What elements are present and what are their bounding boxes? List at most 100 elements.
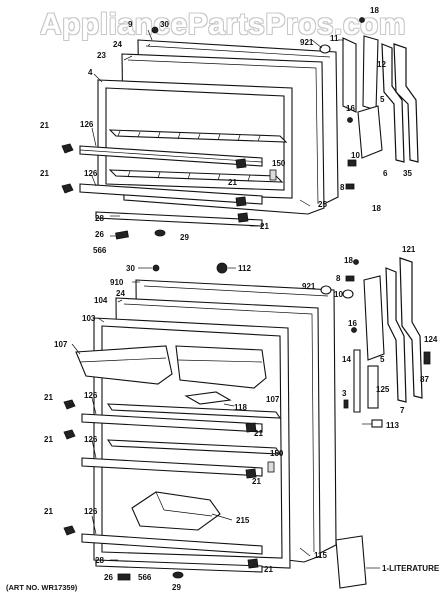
part-921-bushing bbox=[319, 44, 331, 54]
part-5-hinge-plate-lower bbox=[363, 275, 385, 361]
part-30-screw-lower bbox=[152, 264, 160, 272]
callout-21-d: 21 bbox=[260, 222, 269, 231]
callout-28: 28 bbox=[95, 214, 104, 223]
freezer-shelf-lower bbox=[108, 169, 284, 183]
part-30-screw bbox=[151, 26, 159, 34]
fresh-cap-21-left-c bbox=[63, 525, 76, 536]
freezer-shelf-rail-bottom bbox=[95, 211, 263, 227]
callout-3: 3 bbox=[342, 389, 347, 398]
part-10-stop bbox=[347, 159, 357, 167]
callout-113: 113 bbox=[386, 421, 399, 430]
part-5-hinge-plate bbox=[357, 105, 383, 159]
callout-35: 35 bbox=[403, 169, 412, 178]
part-921-bushing-lower bbox=[320, 285, 332, 295]
callout-9: 9 bbox=[128, 20, 133, 29]
callout-21-a: 21 bbox=[40, 121, 49, 130]
part-150-stop-lower bbox=[267, 461, 275, 473]
part-29-plug bbox=[154, 229, 166, 237]
callout-21-lower-b: 21 bbox=[44, 435, 53, 444]
callout-21-lower-e: 21 bbox=[44, 507, 53, 516]
part-14-hinge-bar bbox=[353, 349, 361, 413]
callout-112: 112 bbox=[238, 264, 251, 273]
callout-921: 921 bbox=[300, 38, 314, 47]
part-18-screw-lower bbox=[353, 259, 359, 265]
callout-30-lower: 30 bbox=[126, 264, 135, 273]
callout-7: 7 bbox=[400, 406, 405, 415]
watermark: AppliancePartsPros.com bbox=[39, 8, 407, 41]
part-7-handle bbox=[385, 267, 407, 403]
callout-126-a: 126 bbox=[80, 120, 94, 129]
callout-21-lower-d: 21 bbox=[252, 477, 261, 486]
callout-124: 124 bbox=[424, 335, 438, 344]
callout-28-lower: 28 bbox=[95, 556, 104, 565]
callout-150: 150 bbox=[272, 159, 286, 168]
part-107-dairy-door-left bbox=[75, 345, 173, 385]
part-150-stop bbox=[269, 169, 277, 181]
freezer-door-assembly bbox=[61, 17, 419, 240]
fresh-cap-21-left-a bbox=[63, 399, 76, 410]
callout-21-lower-a: 21 bbox=[44, 393, 53, 402]
part-16-screw-lower bbox=[351, 327, 357, 333]
callout-29: 29 bbox=[180, 233, 189, 242]
fresh-shelf-upper bbox=[106, 403, 282, 419]
callout-215: 215 bbox=[236, 516, 250, 525]
shelf-cap-21-right-a bbox=[235, 158, 247, 169]
callout-14: 14 bbox=[342, 355, 351, 364]
callout-566: 566 bbox=[93, 246, 107, 255]
callout-5: 5 bbox=[380, 95, 385, 104]
part-8-washer bbox=[345, 183, 355, 190]
part-121-handle-trim bbox=[399, 257, 423, 399]
callout-150-lower: 150 bbox=[270, 449, 284, 458]
shelf-cap-21-left-b bbox=[61, 183, 74, 194]
callout-21-c: 21 bbox=[40, 169, 49, 178]
part-6-handle bbox=[381, 43, 405, 163]
callout-921-lower: 921 bbox=[302, 282, 316, 291]
callout-11: 11 bbox=[330, 34, 339, 43]
callout-25: 25 bbox=[318, 200, 327, 209]
fresh-shelf-middle bbox=[106, 439, 282, 455]
callout-16-lower: 16 bbox=[348, 319, 357, 328]
callout-21-lower-c: 21 bbox=[254, 429, 263, 438]
part-10-stop-lower bbox=[342, 289, 354, 299]
part-113-block bbox=[371, 419, 383, 428]
part-125-hinge-block bbox=[367, 365, 379, 409]
callout-118: 118 bbox=[234, 403, 247, 412]
callout-12: 12 bbox=[377, 60, 386, 69]
callout-18-lower: 18 bbox=[344, 256, 353, 265]
fresh-cap-21-right-c bbox=[247, 558, 259, 569]
callout-126-lower-b: 126 bbox=[84, 435, 98, 444]
callout-6: 6 bbox=[383, 169, 388, 178]
literature-label: 1-LITERATURE bbox=[382, 564, 440, 573]
part-566-clip-lower bbox=[117, 573, 131, 581]
part-112-plug bbox=[216, 262, 228, 274]
upper-leader-lines bbox=[66, 29, 344, 237]
callout-21-lower-f: 21 bbox=[264, 565, 273, 574]
part-107-dairy-door-right bbox=[175, 345, 267, 389]
freezer-shelf-rail-middle bbox=[79, 183, 263, 205]
callout-103: 103 bbox=[82, 314, 96, 323]
part-29-plug-lower bbox=[172, 571, 184, 579]
art-number: (ART NO. WR17359) bbox=[6, 583, 78, 592]
callout-24: 24 bbox=[113, 40, 122, 49]
callout-121: 121 bbox=[402, 245, 416, 254]
callout-21-b: 21 bbox=[228, 178, 237, 187]
lower-leader-lines bbox=[67, 267, 380, 569]
callout-125: 125 bbox=[376, 385, 390, 394]
shelf-cap-21-left-a bbox=[61, 143, 74, 154]
callout-566-lower: 566 bbox=[138, 573, 152, 582]
part-16-screw bbox=[347, 117, 353, 123]
callout-23: 23 bbox=[97, 51, 106, 60]
callout-107-b: 107 bbox=[266, 395, 280, 404]
callout-910: 910 bbox=[110, 278, 124, 287]
callout-126-b: 126 bbox=[84, 169, 98, 178]
fresh-food-door-assembly bbox=[63, 257, 431, 589]
callout-104: 104 bbox=[94, 296, 108, 305]
fresh-shelf-rail-middle bbox=[81, 457, 263, 477]
callout-18-b: 18 bbox=[372, 204, 381, 213]
callout-26-lower: 26 bbox=[104, 573, 113, 582]
part-12-hinge-bracket bbox=[362, 35, 379, 111]
part-3-spacer bbox=[343, 399, 349, 409]
freezer-shelf-upper bbox=[108, 129, 288, 143]
callout-10-lower: 10 bbox=[334, 290, 343, 299]
